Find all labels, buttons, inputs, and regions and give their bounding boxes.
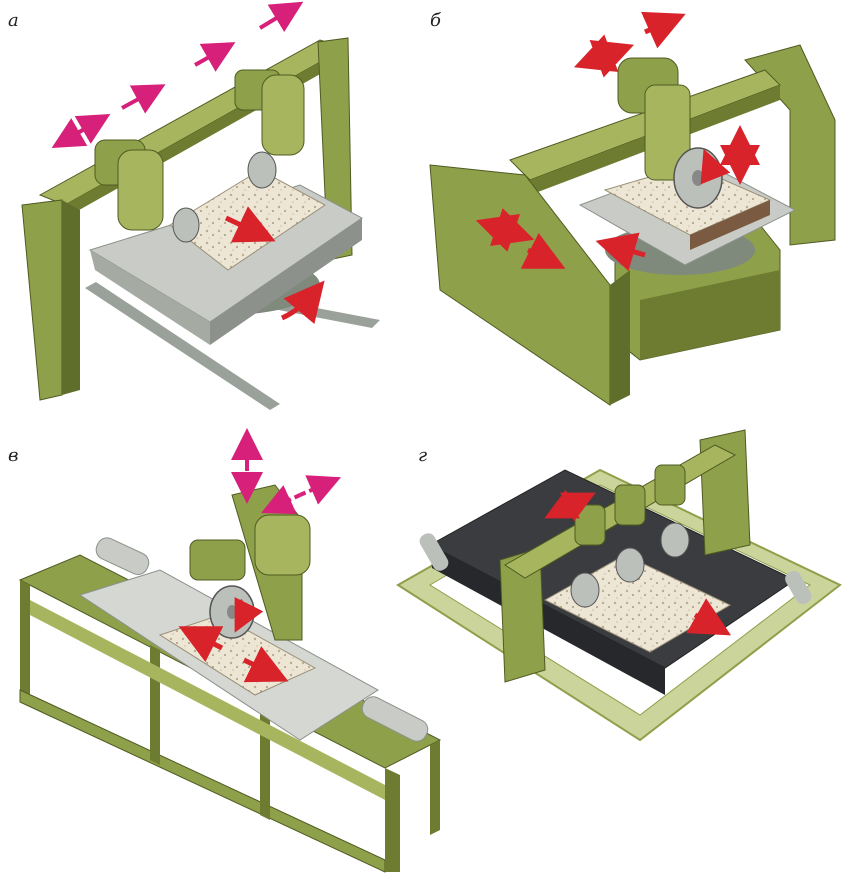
panel-label-a: а — [8, 10, 19, 31]
panel-label-b: б — [430, 10, 441, 31]
panel-g-conveyor-saw — [396, 429, 842, 742]
panel-label-g: г — [418, 445, 428, 466]
panel-a-bridge-saw — [21, 1, 380, 410]
panel-b-arm-saw — [429, 11, 836, 406]
panel-v-frame-saw — [18, 428, 442, 873]
panel-label-v: в — [8, 445, 19, 466]
